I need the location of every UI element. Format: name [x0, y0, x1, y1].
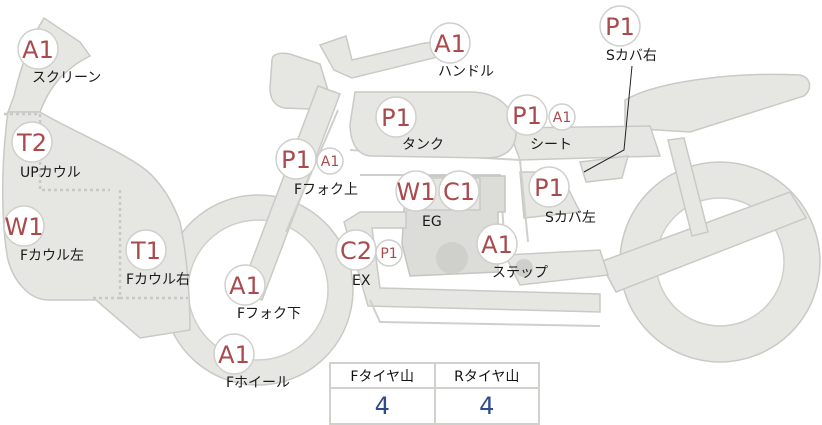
- part-code-badge-circle: [506, 94, 548, 136]
- part-code-badge-circle: [224, 264, 266, 306]
- front-tire-value: 4: [329, 387, 436, 425]
- part-code-badge-circle: [17, 28, 59, 70]
- part-secondary-code-badge-circle: [375, 239, 403, 267]
- part-code-badge-circle: [429, 22, 471, 64]
- rear-shock: [667, 137, 709, 237]
- part-code-badge-circle: [528, 166, 570, 208]
- part-secondary-code-badge: A1: [553, 110, 571, 126]
- cowl-shape: [1, 111, 191, 339]
- tire-table-header-row: Fタイヤ山 Rタイヤ山: [329, 362, 540, 389]
- step-peg: [515, 259, 533, 277]
- part-annotation: A1 ステップ: [476, 223, 548, 281]
- part-label: ステップ: [492, 265, 548, 281]
- front-fork: [239, 85, 341, 301]
- part-secondary-code-badge-circle: [316, 147, 344, 175]
- part-code-badge-circle: [599, 5, 641, 47]
- part-code-badge: P1: [605, 13, 635, 41]
- part-code-badge: P1: [534, 174, 564, 202]
- part-code-badge: A1: [218, 341, 250, 369]
- front-tire-header: Fタイヤ山: [329, 362, 436, 389]
- part-code-badge: A1: [481, 231, 513, 259]
- part-label: シート: [530, 137, 572, 153]
- part-code-badge-circle: [213, 333, 255, 375]
- part-code-badge: T1: [130, 237, 161, 265]
- leader-line: [583, 65, 633, 173]
- part-code-badge: A1: [434, 30, 466, 58]
- part-label: EX: [352, 273, 371, 289]
- rear-tire-value: 4: [433, 387, 540, 425]
- swingarm: [503, 249, 609, 286]
- part-code-badge-circle: [275, 138, 317, 180]
- part-code-badge: P1: [281, 146, 311, 174]
- engine-cover: [436, 242, 468, 274]
- part-code-badge: W1: [5, 213, 44, 241]
- part-label: Sカバ右: [606, 48, 657, 64]
- part-code-badge: P1: [381, 104, 411, 132]
- part-label: タンク: [402, 137, 444, 153]
- exhaust-pipe-lower: [369, 299, 601, 327]
- part-secondary-code-badge: A1: [321, 154, 339, 170]
- part-label: EG: [422, 214, 442, 230]
- part-code-badge-circle: [476, 223, 518, 265]
- part-code-badge-circle: [125, 229, 167, 271]
- rear-tire-header: Rタイヤ山: [433, 362, 540, 389]
- rear-cowl: [624, 73, 811, 133]
- part-label: スクリーン: [32, 70, 101, 86]
- part-annotation: A1 スクリーン: [17, 28, 101, 86]
- part-label: Fホイール: [226, 375, 290, 391]
- part-annotation: A1 ハンドル: [429, 22, 494, 80]
- part-label: Fカウル右: [126, 272, 190, 288]
- part-label: ハンドル: [438, 64, 494, 80]
- part-label: Fフォク上: [294, 182, 358, 198]
- part-code-badge: C2: [340, 237, 372, 265]
- part-secondary-code-badge-circle: [548, 103, 576, 131]
- part-code-badge-circle: [3, 205, 45, 247]
- part-code-badge-circle: [395, 170, 437, 212]
- part-code-badge-circle: [375, 96, 417, 138]
- part-secondary-code-badge: C1: [443, 178, 475, 206]
- part-annotation: P1 タンク: [375, 96, 444, 153]
- part-label: UPカウル: [20, 165, 81, 181]
- fcowl-dash: [92, 190, 188, 300]
- part-label: Fカウル左: [20, 248, 84, 264]
- side-cover-right-shape: [579, 155, 630, 183]
- part-code-badge: P1: [512, 102, 542, 130]
- part-annotation: P1 A1 シート: [506, 94, 576, 153]
- part-code-badge: A1: [229, 272, 261, 300]
- part-secondary-code-badge: P1: [380, 246, 397, 262]
- muffler: [598, 191, 808, 293]
- part-label: Fフォク下: [237, 306, 301, 322]
- part-code-badge: W1: [397, 178, 436, 206]
- tire-table-value-row: 4 4: [329, 387, 540, 425]
- tire-tread-table: Fタイヤ山 Rタイヤ山 4 4: [329, 362, 540, 425]
- part-code-badge: T2: [16, 129, 47, 157]
- part-label: Sカバ左: [545, 210, 596, 226]
- part-secondary-code-badge-circle: [438, 170, 480, 212]
- part-code-badge-circle: [11, 121, 53, 163]
- part-code-badge: A1: [22, 36, 54, 64]
